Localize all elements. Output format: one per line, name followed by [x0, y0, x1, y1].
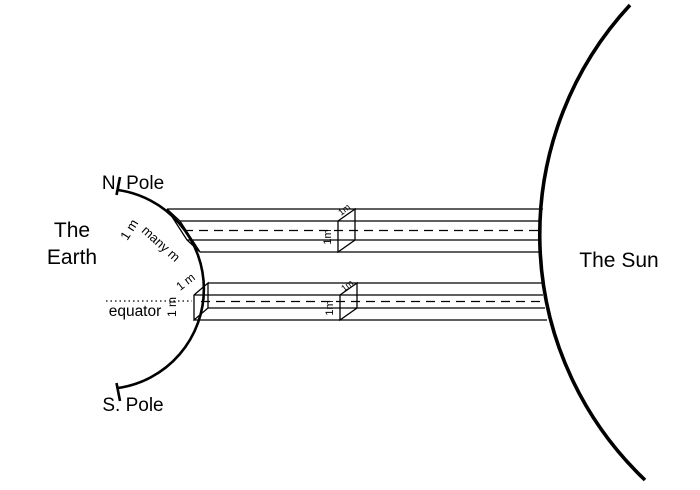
- equator-ground-patch: [193, 281, 209, 322]
- north-pole-tick: [115, 176, 122, 196]
- earth-label-line2: Earth: [47, 246, 97, 269]
- equator-patch-side-label: 1 m: [165, 297, 179, 317]
- lower-cube-top-label: 1m: [339, 278, 355, 294]
- sun-label: The Sun: [579, 249, 658, 272]
- upper-beam: [166, 207, 543, 254]
- upper-beam-cross-section-cube: [337, 207, 356, 254]
- lower-beam: [193, 281, 547, 322]
- sun-arc: [537, 3, 647, 482]
- upper-patch-length-label: many m: [139, 223, 183, 265]
- upper-patch-width-label: 1 m: [117, 216, 141, 242]
- earth-label-line1: The: [54, 219, 90, 242]
- south-pole-label: S. Pole: [102, 395, 163, 416]
- south-pole-tick: [115, 382, 122, 402]
- equator-label: equator: [109, 303, 162, 320]
- upper-cube-top-label: 1m: [336, 202, 352, 218]
- north-pole-label: N. Pole: [102, 173, 164, 194]
- lower-beam-cross-section-cube: [339, 281, 358, 322]
- upper-ground-patch: [166, 208, 201, 253]
- upper-cube-side-label: 1m: [322, 229, 334, 244]
- equator-patch-top-label: 1 m: [173, 270, 197, 293]
- lower-cube-side-label: 1m: [324, 300, 336, 315]
- earth-arc: [117, 188, 206, 390]
